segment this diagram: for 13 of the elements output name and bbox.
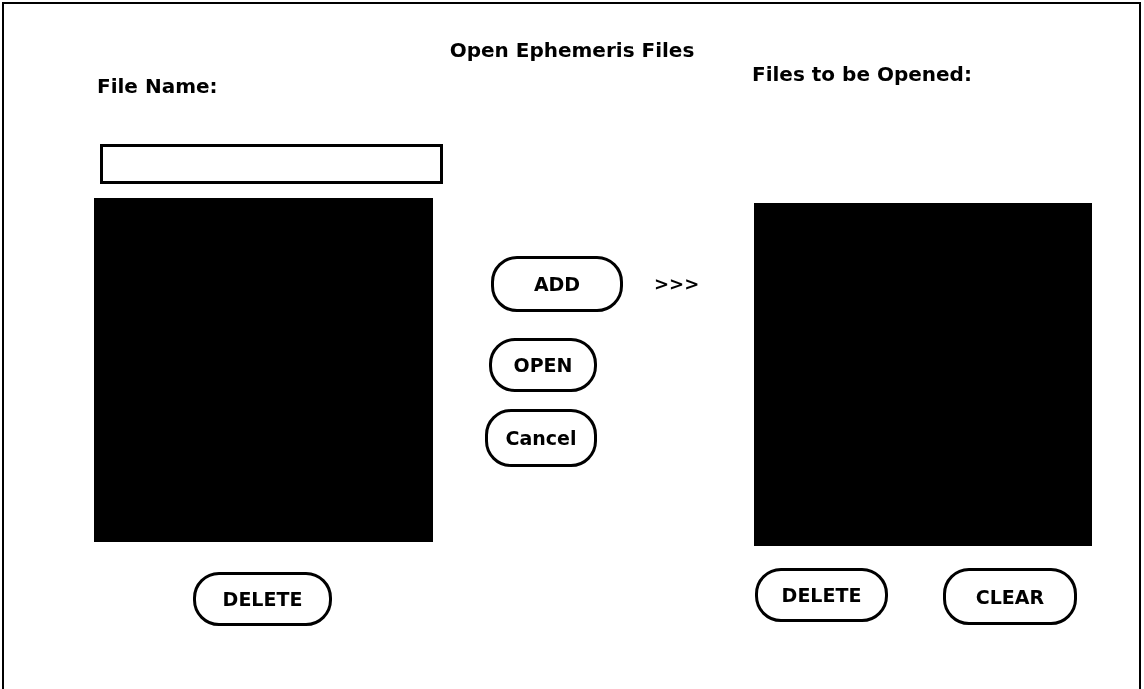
list-label: Files to be Opened: — [752, 62, 972, 86]
field-label: File Name: — [97, 74, 218, 98]
cancel-button: Cancel — [485, 409, 597, 467]
open-button: OPEN — [489, 338, 597, 392]
input-field — [100, 144, 443, 184]
files-to-open-list — [754, 203, 1092, 546]
dialog-title: Open Ephemeris Files — [448, 38, 696, 62]
file-list — [94, 198, 433, 542]
add-button: ADD — [491, 256, 623, 312]
delete-button: DELETE — [193, 572, 332, 626]
clear-button: CLEAR — [943, 568, 1077, 625]
add-direction-label: >>> — [654, 273, 700, 294]
delete-button: DELETE — [755, 568, 888, 622]
